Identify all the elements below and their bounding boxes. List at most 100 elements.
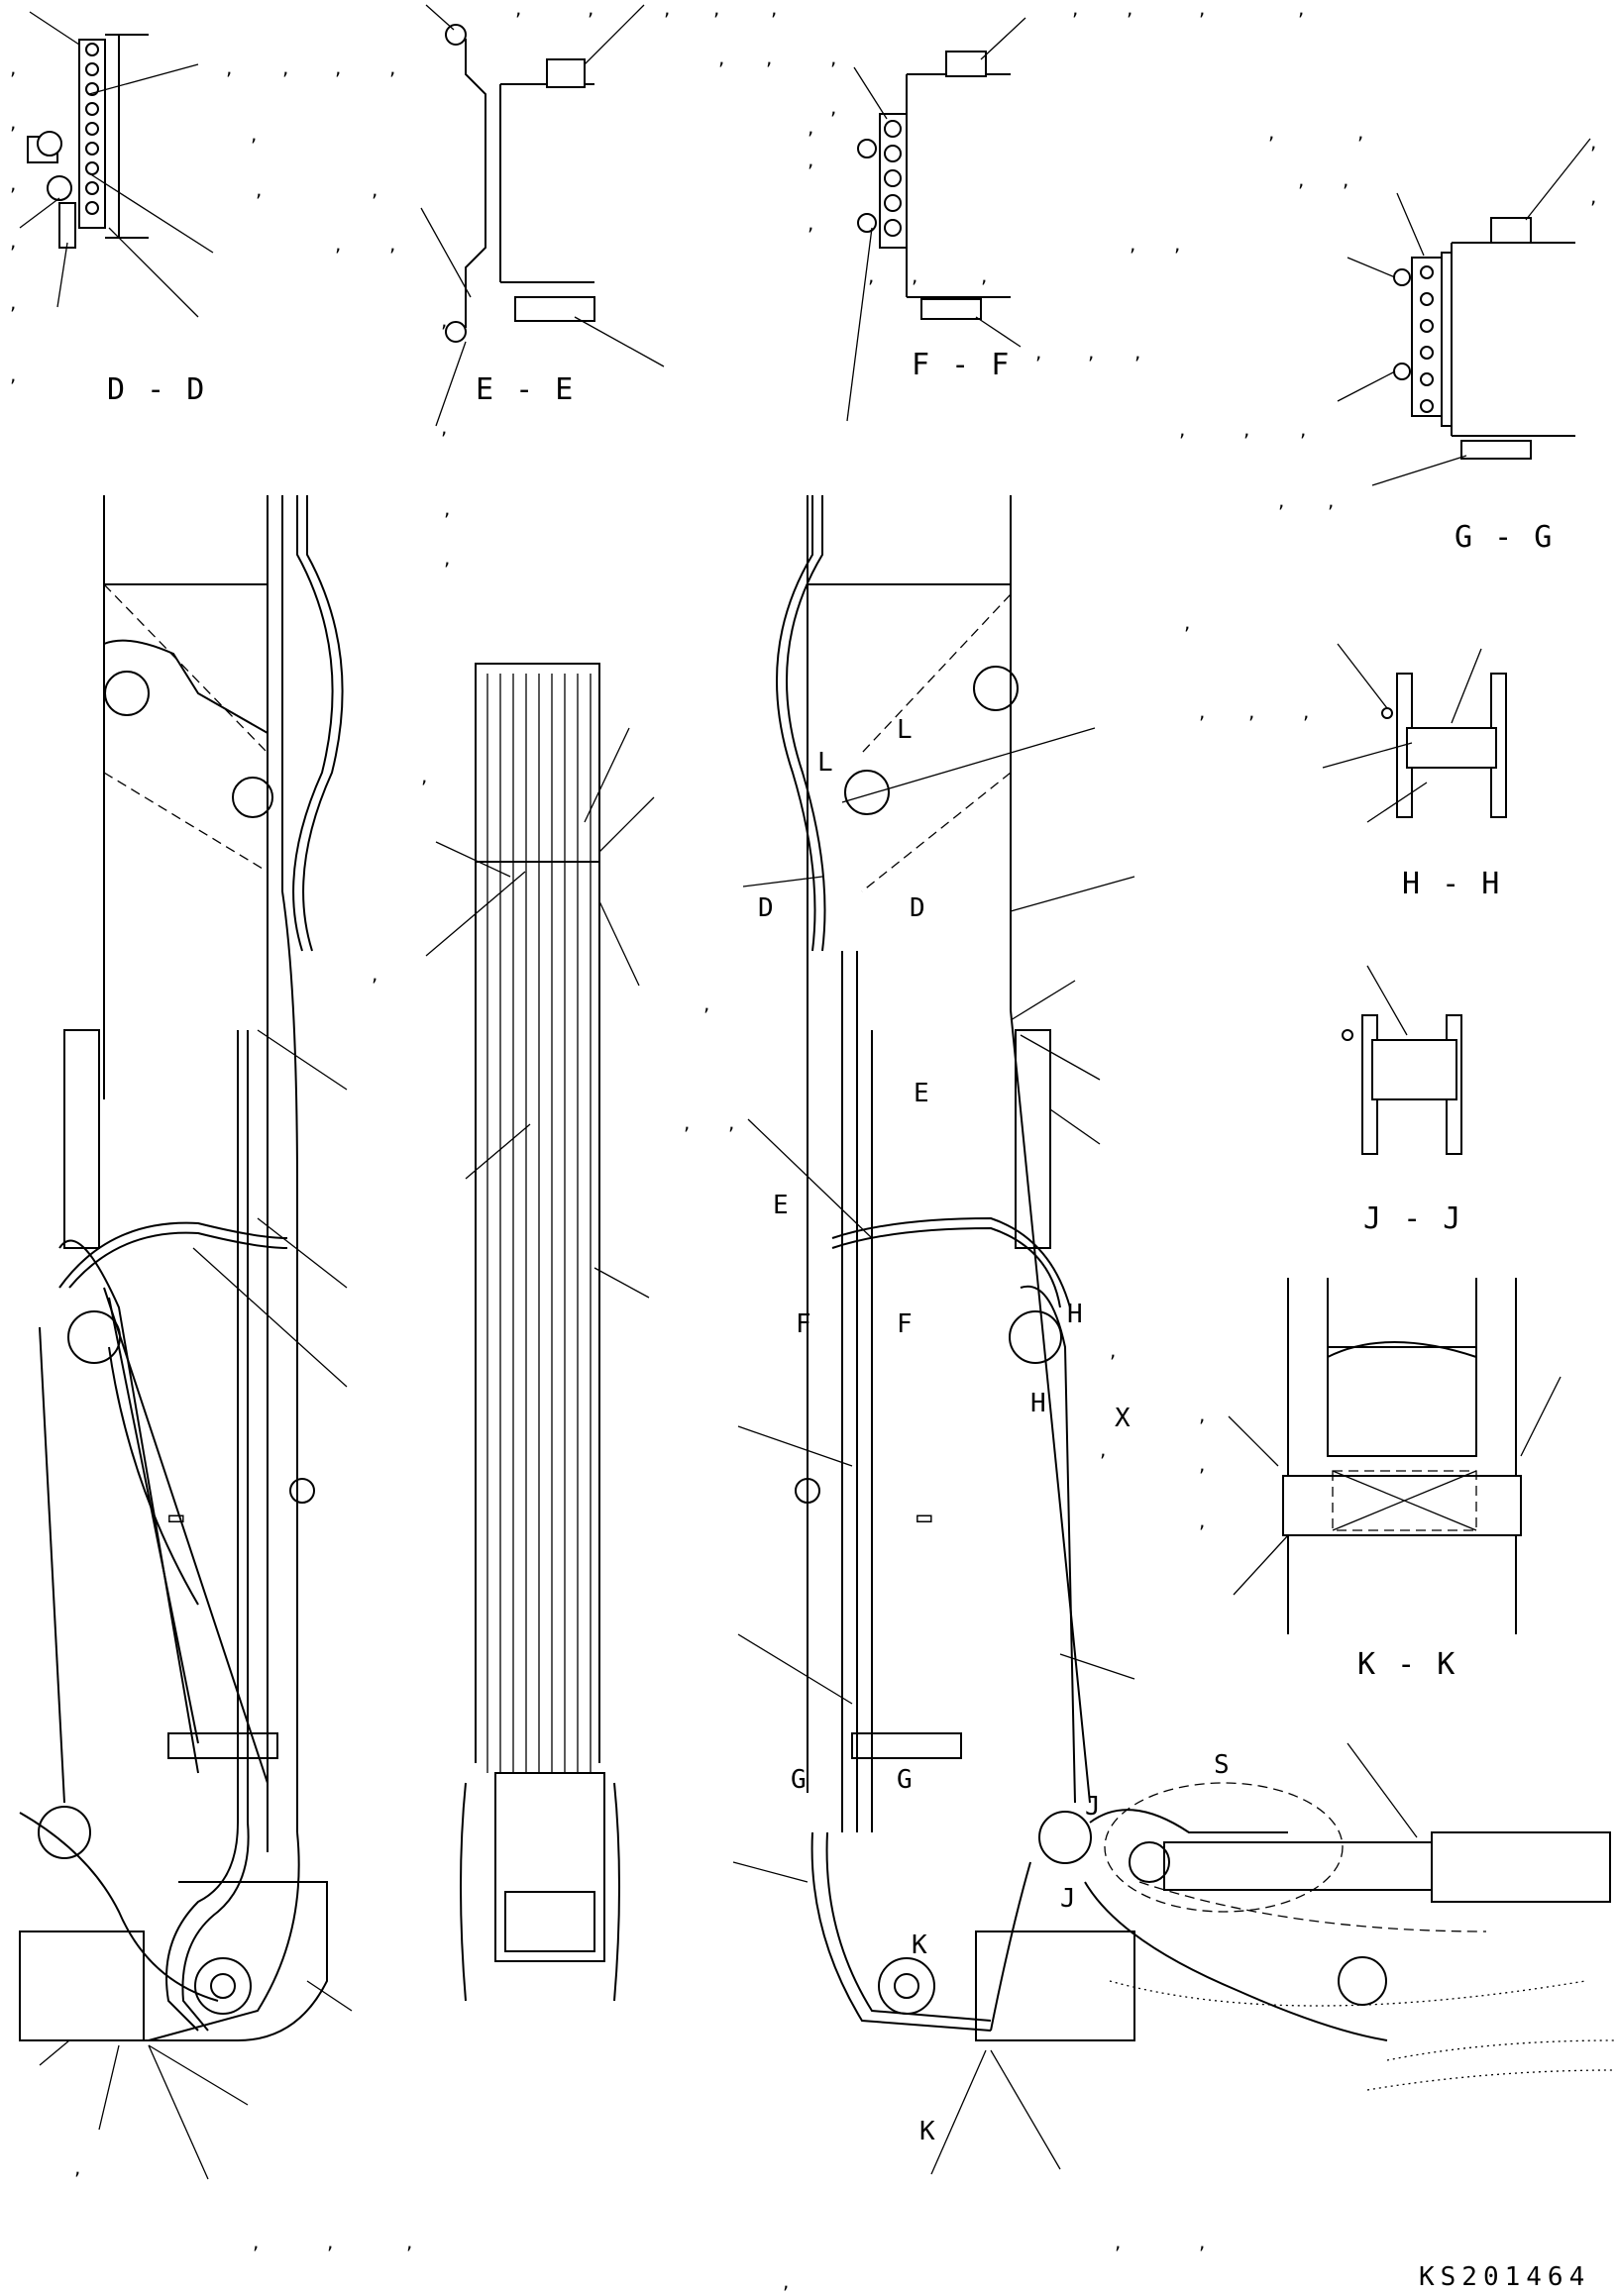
callout-comma: ,: [1268, 120, 1274, 144]
callout-comma: ,: [389, 232, 395, 256]
callout-comma: ,: [1343, 167, 1348, 191]
callout-comma: ,: [808, 115, 813, 139]
view-mark-e1: E: [914, 1079, 929, 1108]
callout-comma: ,: [327, 2230, 333, 2253]
section-k-k: [1228, 1278, 1562, 1634]
callout-comma: ,: [226, 55, 232, 79]
callout-comma: ,: [335, 55, 341, 79]
callout-comma: ,: [1248, 699, 1254, 723]
section-j-j: [1342, 965, 1462, 1155]
callout-comma: ,: [74, 2155, 80, 2179]
view-mark-d2: D: [910, 893, 925, 923]
callout-comma: ,: [684, 1110, 690, 1134]
bolt-circle: [85, 102, 99, 116]
view-mark-l2: L: [897, 715, 913, 745]
view-mark-j2: J: [1060, 1884, 1076, 1914]
callout-comma: ,: [253, 2230, 259, 2253]
callout-comma: ,: [372, 962, 377, 986]
view-mark-f1: F: [796, 1309, 811, 1339]
callout-comma: ,: [1115, 2230, 1121, 2253]
section-h-h: [1322, 643, 1507, 823]
callout-comma: ,: [406, 2230, 412, 2253]
callout-comma: ,: [1088, 340, 1094, 364]
bolt-circle: [1420, 319, 1434, 333]
callout-comma: ,: [1199, 1403, 1205, 1426]
callout-comma: ,: [1130, 232, 1135, 256]
view-mark-l1: L: [817, 748, 833, 778]
bolt-circle: [1420, 292, 1434, 306]
view-mark-h1: H: [1067, 1300, 1083, 1329]
callout-comma: ,: [1072, 0, 1078, 20]
bolt-circle: [85, 43, 99, 56]
callout-comma: ,: [1199, 2230, 1205, 2253]
bolt-circle: [85, 122, 99, 136]
callout-comma: ,: [1298, 0, 1304, 20]
bolt-circle: [85, 161, 99, 175]
callout-comma: ,: [1303, 699, 1309, 723]
bolt-circle: [1420, 346, 1434, 360]
callout-comma: ,: [389, 55, 395, 79]
callout-comma: ,: [1174, 232, 1180, 256]
callout-comma: ,: [868, 263, 874, 287]
callout-comma: ,: [1184, 610, 1190, 634]
view-mark-g2: G: [897, 1765, 913, 1795]
callout-comma: ,: [1110, 1338, 1116, 1362]
bolt-circle: [884, 219, 902, 237]
callout-comma: ,: [664, 0, 670, 20]
view-mark-s: S: [1214, 1750, 1230, 1780]
callout-comma: ,: [372, 177, 377, 201]
callout-comma: ,: [808, 148, 813, 171]
section-label-jj: J - J: [1363, 1201, 1462, 1236]
callout-comma: ,: [912, 263, 917, 287]
bolt-circle: [85, 181, 99, 195]
callout-comma: ,: [1357, 120, 1363, 144]
section-e-e: [420, 4, 665, 427]
document-code: KS201464: [1419, 2262, 1590, 2292]
callout-comma: ,: [808, 211, 813, 235]
callout-comma: ,: [1035, 340, 1041, 364]
callout-comma: ,: [10, 55, 16, 79]
callout-comma: ,: [1328, 488, 1334, 512]
callout-comma: ,: [588, 0, 593, 20]
callout-comma: ,: [981, 263, 987, 287]
callout-comma: ,: [10, 229, 16, 253]
svg-text:▭: ▭: [168, 1503, 184, 1532]
section-label-ff: F - F: [912, 348, 1011, 382]
callout-comma: ,: [766, 46, 772, 69]
callout-comma: ,: [10, 110, 16, 134]
svg-text:▭: ▭: [916, 1503, 932, 1532]
bolt-circle: [884, 169, 902, 187]
view-mark-h2: H: [1030, 1389, 1046, 1418]
view-mark-e2: E: [773, 1191, 789, 1220]
arm-top-view-center: [425, 663, 655, 2002]
bolt-circle: [884, 120, 902, 138]
callout-comma: ,: [421, 764, 427, 787]
arm-side-view-right: ▭: [732, 495, 1586, 2175]
callout-comma: ,: [1243, 417, 1249, 441]
callout-comma: ,: [1179, 417, 1185, 441]
bolt-circle: [85, 62, 99, 76]
section-d-d: [19, 11, 214, 318]
boom-cylinder-view: [1084, 1742, 1616, 2091]
callout-comma: ,: [335, 232, 341, 256]
callout-comma: ,: [1278, 488, 1284, 512]
callout-comma: ,: [10, 290, 16, 314]
callout-comma: ,: [1199, 1509, 1205, 1532]
callout-comma: ,: [728, 1110, 734, 1134]
callout-comma: ,: [10, 363, 16, 386]
bolt-circle: [1420, 372, 1434, 386]
view-mark-f2: F: [897, 1309, 913, 1339]
view-mark-k2: K: [919, 2117, 935, 2146]
callout-comma: ,: [830, 95, 836, 119]
bolt-circle: [1420, 265, 1434, 279]
callout-comma: ,: [1199, 1452, 1205, 1476]
bolt-circle: [85, 201, 99, 215]
section-label-kk: K - K: [1357, 1647, 1456, 1682]
callout-comma: ,: [515, 0, 521, 20]
bolt-circle: [85, 142, 99, 156]
section-label-ee: E - E: [476, 372, 575, 407]
callout-comma: ,: [703, 991, 709, 1015]
callout-comma: ,: [1298, 167, 1304, 191]
bolt-circle: [884, 145, 902, 162]
callout-comma: ,: [713, 0, 719, 20]
